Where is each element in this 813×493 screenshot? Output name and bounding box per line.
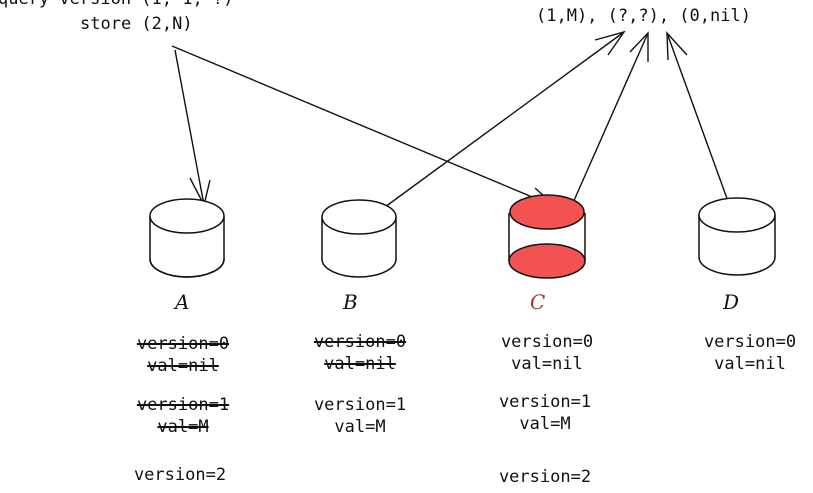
store-note: store (2,N) bbox=[80, 14, 193, 34]
node-a-val-1: val=M bbox=[157, 417, 209, 437]
arrow-d-to-note bbox=[666, 32, 730, 205]
node-a-version-0: version=0 bbox=[136, 334, 230, 354]
node-c-version-0: version=0 bbox=[500, 332, 594, 352]
response-note: (1,M), (?,?), (0,nil) bbox=[536, 6, 751, 26]
node-a-version-1: version=1 bbox=[136, 395, 230, 415]
node-label-d: D bbox=[723, 290, 740, 314]
node-a-version-2: version=2 bbox=[133, 465, 227, 485]
query-note: query version (1, 1, ?) bbox=[0, 0, 233, 10]
node-label-a: A bbox=[175, 290, 190, 314]
node-a-val-0: val=nil bbox=[147, 356, 219, 376]
node-b-version-1: version=1 bbox=[313, 395, 407, 415]
node-b-val-0: val=nil bbox=[324, 354, 396, 374]
node-c-version-1: version=1 bbox=[498, 392, 592, 412]
cylinder-c bbox=[508, 194, 586, 279]
arrow-store-to-a bbox=[174, 49, 205, 206]
arrowhead-b-note bbox=[594, 30, 626, 56]
arrow-c-to-note bbox=[571, 32, 649, 206]
arrowhead-c-note bbox=[629, 31, 649, 62]
node-c-val-1: val=M bbox=[519, 414, 571, 434]
cylinder-b bbox=[321, 199, 397, 278]
node-b-val-1: val=M bbox=[334, 417, 386, 437]
node-d-version-0: version=0 bbox=[703, 332, 797, 352]
node-label-c: C bbox=[530, 290, 546, 314]
cylinder-d bbox=[698, 197, 776, 276]
node-c-version-2: version=2 bbox=[498, 467, 592, 487]
cylinder-a bbox=[149, 198, 225, 278]
arrow-b-to-note bbox=[384, 31, 625, 208]
node-d-val-0: val=nil bbox=[714, 354, 786, 374]
arrow-store-to-c bbox=[171, 45, 557, 208]
arrowhead-d-note bbox=[666, 31, 688, 61]
node-c-val-0: val=nil bbox=[511, 354, 583, 374]
node-b-version-0: version=0 bbox=[313, 332, 407, 352]
node-label-b: B bbox=[343, 290, 358, 314]
